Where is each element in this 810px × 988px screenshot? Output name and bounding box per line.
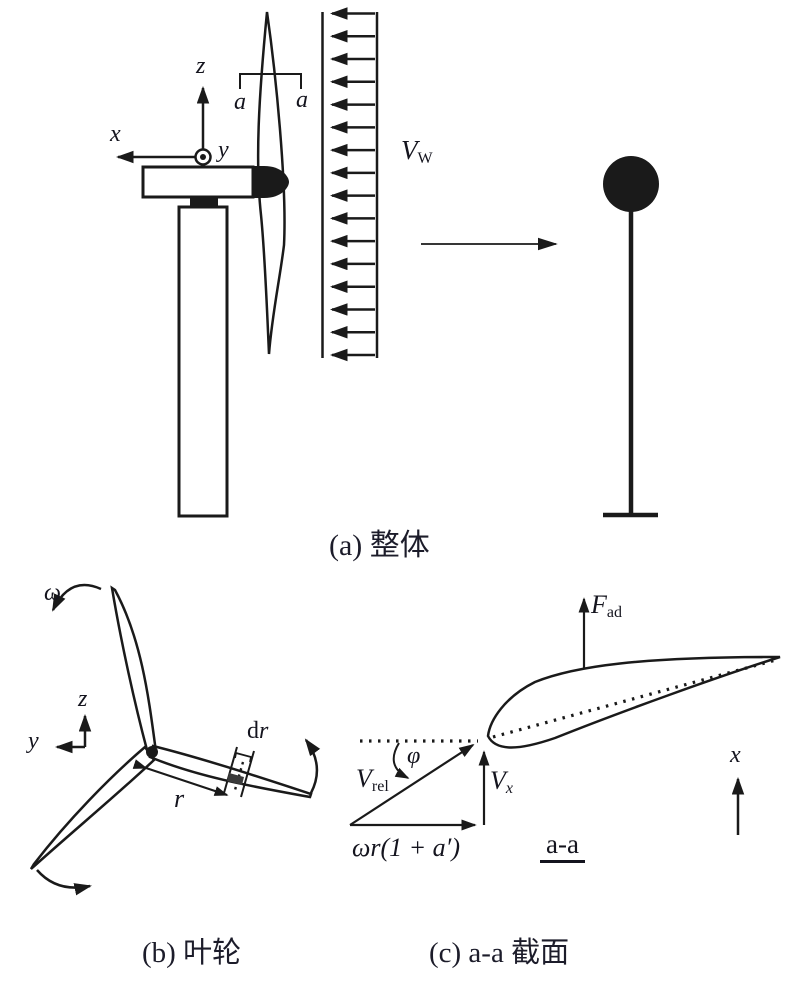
rotor-blade-lower-left [29, 745, 156, 870]
rotor-hub-dot [146, 746, 158, 758]
blade-element-patch [227, 773, 244, 785]
tower [177, 205, 229, 518]
section-bracket [239, 73, 302, 89]
label-axis-y-b: y [28, 728, 39, 754]
label-v-x: Vx [490, 766, 513, 797]
label-section-a-right: a [296, 87, 308, 113]
hub [252, 166, 289, 198]
omega-arc [51, 583, 102, 612]
label-dr-d: d [247, 718, 259, 744]
label-tangential-velocity: ωr(1 + a′) [352, 833, 461, 862]
caption-panel-b: (b) 叶轮 [142, 937, 242, 969]
label-axis-z-b: z [78, 686, 88, 712]
blade-tip-arc-bottom [36, 869, 92, 896]
rotor-blade-up [110, 585, 158, 754]
v-rel-symbol: V [356, 764, 372, 793]
label-section-a-left: a [234, 89, 246, 115]
label-axis-x-a: x [110, 121, 121, 147]
chord-dotted-line [492, 658, 777, 739]
v-rel-subscript: rel [371, 778, 389, 795]
label-radius: r [174, 784, 185, 813]
v-rel-arrow [349, 744, 475, 826]
wind-arrows [329, 7, 375, 362]
caption-panel-a: (a) 整体 [329, 529, 430, 562]
label-f-ad: Fad [591, 590, 622, 621]
f-ad-subscript: ad [606, 604, 622, 621]
phi-arc [392, 742, 410, 779]
caption-panel-c: (c) a-a 截面 [429, 937, 570, 969]
dr-element-line-2 [240, 750, 255, 798]
label-section-aa: a-a [540, 831, 585, 863]
label-omega: ω [44, 580, 61, 606]
label-axis-y-a: y [218, 137, 229, 163]
wind-speed-symbol: V [401, 135, 418, 165]
label-axis-z-a: z [196, 53, 206, 79]
f-ad-symbol: F [591, 590, 607, 619]
label-dr-r: r [259, 718, 269, 744]
yaw-block [190, 197, 218, 207]
axis-y-origin-dot [200, 154, 206, 160]
wind-speed-subscript: W [417, 150, 433, 167]
label-phi: φ [407, 743, 421, 769]
lumped-mass [603, 156, 659, 212]
nacelle [141, 165, 255, 199]
dr-element-bracket [234, 751, 253, 763]
radius-arrow [132, 759, 229, 796]
blade-tip-arc-right [304, 738, 321, 794]
v-x-symbol: V [490, 766, 506, 795]
airfoil [486, 655, 781, 749]
label-dr: dr [247, 719, 268, 743]
v-x-subscript: x [505, 780, 513, 797]
label-wind-speed: VW [401, 135, 433, 167]
label-axis-x-c: x [730, 742, 741, 768]
label-v-rel: Vrel [356, 764, 389, 795]
